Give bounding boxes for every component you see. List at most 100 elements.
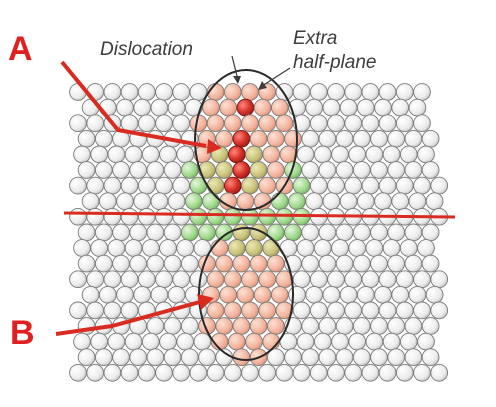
atom-white (163, 348, 182, 367)
atom-white (155, 363, 173, 382)
atom-white (430, 301, 449, 320)
atom-salmon (215, 129, 234, 148)
atom-white (292, 83, 311, 101)
atom-white (301, 317, 320, 335)
atom-salmon (219, 98, 238, 117)
atom-white (382, 239, 401, 257)
atom-white (159, 239, 177, 257)
atom-white (146, 348, 165, 367)
atom-white (155, 114, 173, 133)
atom-white (327, 176, 345, 195)
atom-white (94, 161, 113, 179)
atom-white (421, 317, 440, 335)
ellipse-a-region (194, 69, 298, 211)
atom-olive (262, 239, 281, 257)
atom-white (112, 161, 130, 179)
atom-white (172, 83, 191, 101)
atom-white (94, 129, 113, 148)
atom-red (227, 145, 246, 164)
atom-white (129, 161, 148, 179)
atom-white (404, 161, 423, 179)
atom-white (69, 114, 87, 133)
atom-white (361, 270, 380, 289)
atom-white (133, 98, 152, 117)
atom-white (146, 161, 165, 179)
atom-white (81, 192, 100, 211)
atom-white (395, 301, 414, 320)
atom-red (232, 129, 251, 148)
atom-white (155, 207, 173, 226)
atom-white (309, 176, 328, 195)
atom-white (206, 363, 225, 382)
atom-white (348, 239, 367, 257)
atom-white (275, 363, 294, 382)
atom-white (322, 285, 341, 304)
atom-white (339, 192, 358, 211)
atom-white (292, 301, 311, 320)
atom-white (352, 348, 371, 367)
atom-green (206, 207, 225, 226)
atom-white (399, 239, 418, 257)
atom-salmon (241, 301, 259, 320)
atom-white (339, 285, 358, 304)
atom-salmon (236, 192, 255, 211)
atom-white (352, 317, 371, 335)
atom-white (322, 98, 341, 117)
atom-white (361, 114, 380, 133)
atom-salmon (275, 114, 294, 133)
atom-white (365, 239, 384, 257)
atom-white (421, 161, 440, 179)
atom-white (189, 363, 208, 382)
atom-olive (232, 223, 251, 242)
atom-white (391, 285, 410, 304)
atom-salmon (219, 285, 238, 304)
atom-white (318, 317, 337, 335)
atom-white (382, 145, 401, 164)
atom-salmon (223, 301, 242, 320)
atom-white (344, 301, 363, 320)
atom-white (120, 363, 139, 382)
atom-white (313, 145, 332, 164)
atom-white (258, 363, 277, 382)
atom-white (387, 129, 406, 148)
atom-salmon (215, 254, 234, 273)
atom-white (69, 301, 87, 320)
atom-lattice (69, 83, 449, 382)
atom-white (120, 301, 139, 320)
atom-white (86, 207, 105, 226)
atom-white (150, 192, 169, 211)
atom-white (86, 301, 105, 320)
atom-white (77, 161, 96, 179)
atom-white (365, 332, 384, 351)
atom-white (335, 161, 354, 179)
atom-white (98, 192, 117, 211)
atom-white (387, 223, 406, 242)
dislocation-label: Dislocation (100, 39, 193, 60)
atom-white (120, 207, 139, 226)
atom-white (413, 301, 431, 320)
atom-white (378, 363, 397, 382)
atom-white (395, 114, 414, 133)
atom-white (344, 270, 363, 289)
atom-green (258, 207, 277, 226)
atom-salmon (232, 348, 251, 367)
atom-white (305, 192, 324, 211)
atom-salmon (258, 176, 277, 195)
atom-white (318, 161, 337, 179)
arrow-a (60, 60, 207, 148)
atom-white (413, 114, 431, 133)
dislocation-pointer-head (233, 76, 241, 84)
atom-salmon (223, 270, 242, 289)
atom-olive (227, 239, 246, 257)
atom-white (408, 285, 427, 304)
atom-white (430, 363, 449, 382)
atom-salmon (258, 114, 277, 133)
atom-white (155, 83, 173, 101)
atom-white (309, 114, 328, 133)
atom-white (417, 145, 435, 164)
slip-plane-line (63, 211, 456, 219)
atom-white (417, 239, 435, 257)
atom-white (296, 332, 315, 351)
atom-salmon (253, 98, 272, 117)
